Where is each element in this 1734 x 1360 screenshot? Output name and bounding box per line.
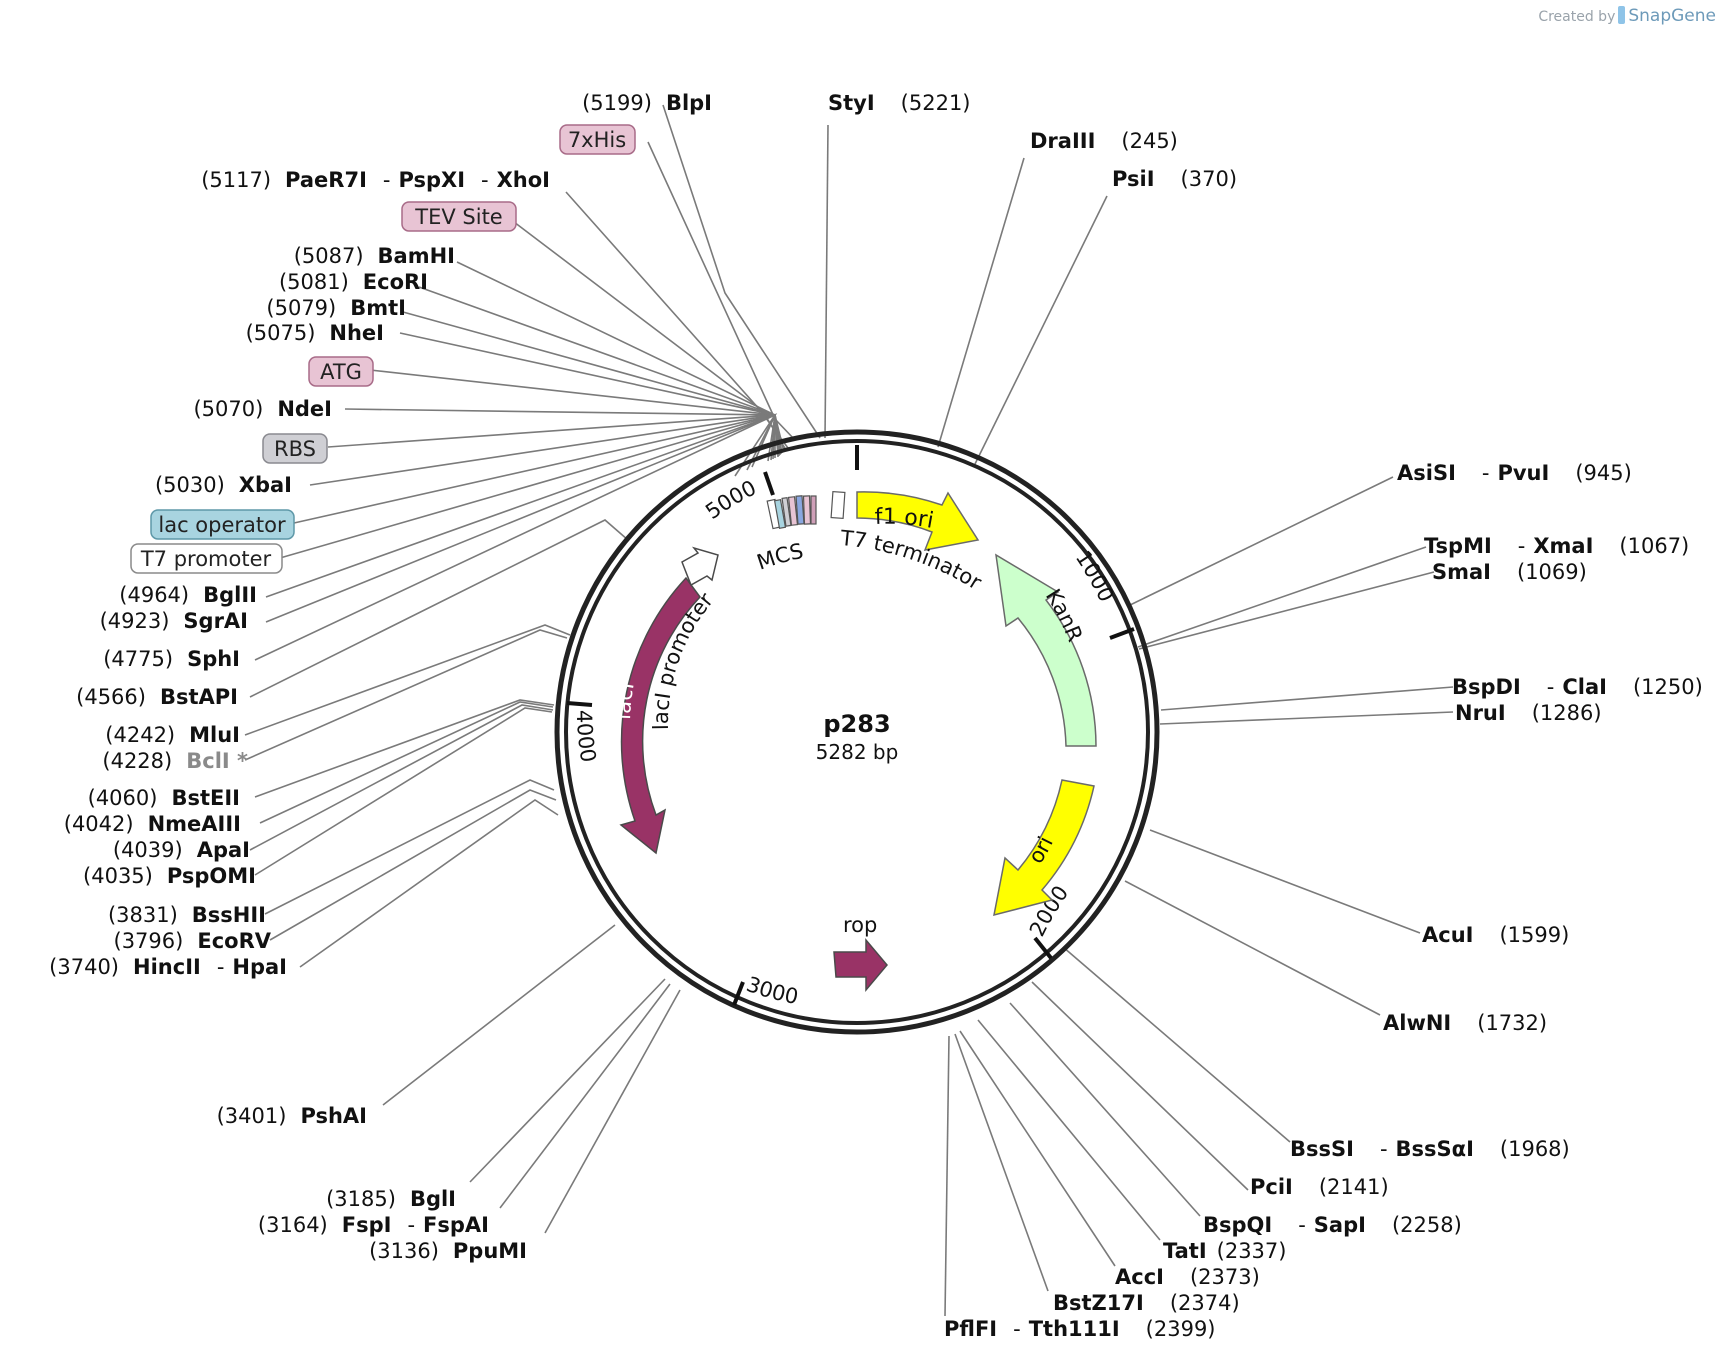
site-bsshii: (3831)BssHII — [108, 903, 266, 927]
site-pcii: PciI(2141) — [1250, 1175, 1389, 1199]
lac-operator-box — [150, 509, 295, 540]
site-tati: TatI(2337) — [1163, 1239, 1286, 1263]
backbone-inner-ring — [564, 439, 1150, 1025]
plasmid-name: p283 — [823, 710, 890, 738]
t7-terminator-box — [830, 490, 846, 520]
site-mlui: (4242)MluI — [105, 723, 240, 747]
his-tag-label: 7xHis — [568, 128, 626, 152]
site-nrui: NruI(1286) — [1455, 701, 1602, 725]
tick-2000 — [1033, 936, 1053, 960]
site-sgrai: (4923)SgrAI — [100, 609, 248, 633]
his-tag-box — [559, 124, 636, 155]
site-acci: AccI(2373) — [1115, 1265, 1260, 1289]
site-alwni: AlwNI(1732) — [1383, 1011, 1547, 1035]
site-draiii: DraIII(245) — [1030, 129, 1178, 153]
site-psii: PsiI(370) — [1112, 167, 1237, 191]
site-acui: AcuI(1599) — [1422, 923, 1569, 947]
site-styi: StyI(5221) — [828, 91, 971, 115]
rop-label: rop — [843, 913, 877, 937]
site-ecorv: (3796)EcoRV — [114, 929, 272, 953]
site-bmti: (5079)BmtI — [266, 296, 406, 320]
site-ppumi: (3136)PpuMI — [369, 1239, 527, 1263]
site-nhei: (5075)NheI — [246, 321, 384, 345]
rbs-label: RBS — [274, 437, 316, 461]
mcs-box-4 — [787, 496, 799, 526]
laci-arrow — [619, 576, 701, 855]
mcs-box-7 — [810, 495, 817, 525]
tick-4000 — [566, 701, 593, 707]
tev-site-box — [401, 201, 517, 232]
site-bspqi: BspQI-SapI(2258) — [1203, 1213, 1462, 1237]
site-apai: (4039)ApaI — [113, 838, 250, 862]
site-bcli: (4228)BclI * — [102, 749, 248, 773]
site-pflfi: PflFI-Tth111I(2399) — [944, 1317, 1216, 1341]
site-paer7i: (5117)PaeR7I-PspXI-XhoI — [201, 168, 550, 192]
mcs-box-5 — [795, 495, 805, 525]
restriction-sites-right: StyI(5221) DraIII(245) PsiI(370) AsiSI-P… — [828, 91, 1703, 1341]
t7-promoter-label: T7 promoter — [140, 547, 272, 571]
site-blpi: (5199)BlpI — [582, 91, 712, 115]
plasmid-size: 5282 bp — [816, 740, 899, 764]
feature-arrows — [619, 491, 1097, 993]
mcs-box-2 — [773, 498, 787, 530]
site-pspomi: (4035)PspOMI — [83, 864, 256, 888]
mcs-label: MCS — [754, 539, 806, 575]
site-sphi: (4775)SphI — [103, 647, 240, 671]
atg-label: ATG — [320, 360, 362, 384]
kanr-arrow — [995, 553, 1097, 747]
tick-5000 — [763, 471, 775, 496]
credit-prefix: Created by — [1538, 9, 1616, 25]
site-ndei: (5070)NdeI — [193, 397, 332, 421]
laci-label: lacI — [611, 681, 639, 721]
site-bsteii: (4060)BstEII — [88, 786, 240, 810]
t7-promoter-box — [130, 543, 283, 574]
site-bglii: (4964)BglII — [119, 583, 257, 607]
site-fspi: (3164)FspI-FspAI — [258, 1213, 489, 1237]
rop-arrow — [833, 937, 888, 993]
site-bstz17i: BstZ17I(2374) — [1053, 1291, 1240, 1315]
f1-ori-arrow — [856, 491, 980, 551]
site-xbai: (5030)XbaI — [155, 473, 292, 497]
tick-label-4000: 4000 — [572, 710, 601, 764]
mcs-box-3 — [781, 497, 792, 527]
mcs-box-6 — [802, 495, 812, 525]
tick-marks — [566, 445, 1135, 1006]
site-bstapi: (4566)BstAPI — [76, 685, 238, 709]
lac-operator-label: lac operator — [158, 513, 286, 537]
site-bspdi: BspDI-ClaI(1250) — [1452, 675, 1703, 699]
site-bsssi: BssSI-BssSαI(1968) — [1290, 1137, 1570, 1161]
tick-1000 — [1109, 627, 1135, 640]
site-ecori: (5081)EcoRI — [279, 270, 428, 294]
feature-boxes: 7xHis TEV Site ATG RBS lac operator T7 p… — [130, 124, 636, 574]
site-hincii: (3740)HincII-HpaI — [49, 955, 287, 979]
snapgene-credit: Created by SnapGene — [1538, 6, 1716, 26]
backbone-outer-ring — [554, 429, 1160, 1035]
laci-promoter-arrow — [681, 546, 719, 587]
tev-site-label: TEV Site — [414, 205, 502, 229]
ori-arrow — [993, 779, 1095, 917]
atg-box — [308, 356, 374, 387]
site-smai: SmaI(1069) — [1432, 560, 1587, 584]
mcs-region — [766, 490, 846, 530]
site-asisi: AsiSI-PvuI(945) — [1397, 461, 1632, 485]
site-bamhi: (5087)BamHI — [294, 244, 455, 268]
tick-3000 — [732, 981, 745, 1006]
site-pshai: (3401)PshAI — [217, 1104, 367, 1128]
credit-brand: SnapGene — [1628, 6, 1716, 26]
site-tspmi: TspMI-XmaI(1067) — [1424, 534, 1689, 558]
rbs-box — [262, 433, 328, 464]
site-bgli: (3185)BglI — [326, 1187, 456, 1211]
snapgene-logo-icon — [1618, 6, 1626, 24]
site-nmeaiii: (4042)NmeAIII — [64, 812, 241, 836]
restriction-sites-left: (5199)BlpI (5117)PaeR7I-PspXI-XhoI (5087… — [49, 91, 712, 1263]
